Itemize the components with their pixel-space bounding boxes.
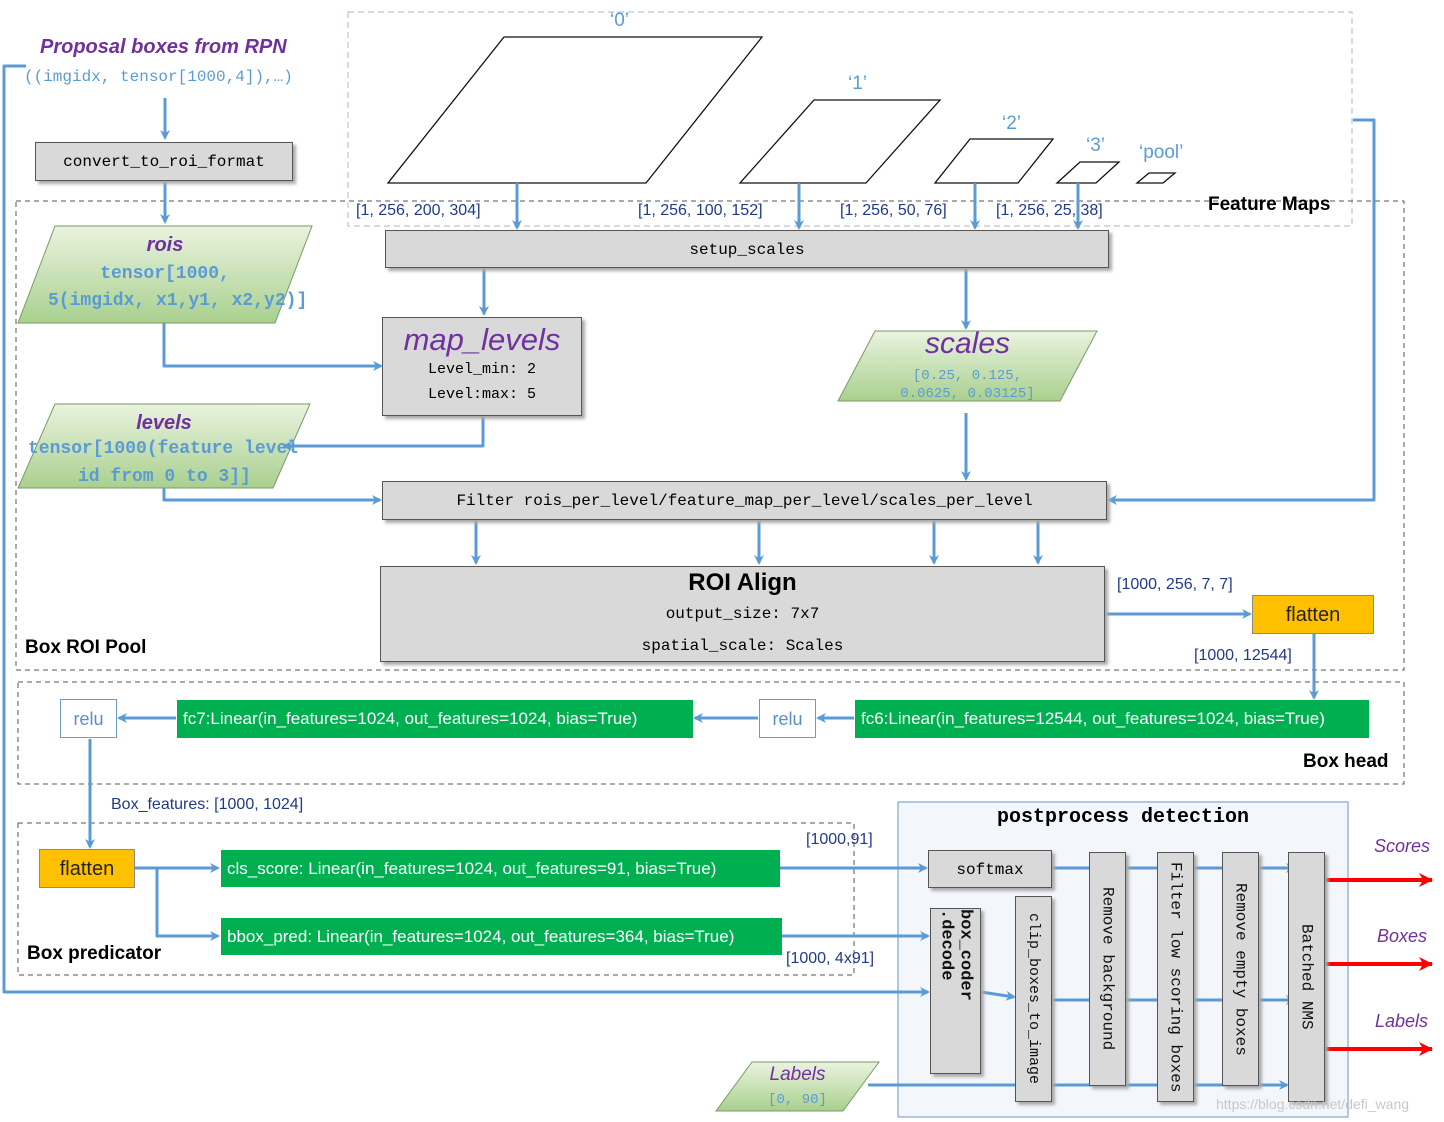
feature-maps-frame bbox=[347, 11, 1353, 227]
map-levels-min: Level_min: 2 bbox=[427, 361, 537, 378]
edge-rois-map-levels bbox=[162, 323, 383, 371]
postprocess-title: postprocess detection bbox=[996, 806, 1250, 829]
feature-map-0-label: ‘0’ bbox=[610, 10, 630, 31]
feature-map-2-label: ‘2’ bbox=[1002, 113, 1022, 134]
watermark: https://blog.csdn.net/defi_wang bbox=[1216, 1096, 1410, 1112]
box-head-title: Box head bbox=[1303, 751, 1389, 772]
scales-title: scales bbox=[924, 327, 1011, 360]
fc7-linear-box: fc7:Linear(in_features=1024, out_feature… bbox=[177, 700, 693, 738]
bbox-pred-shape: [1000, 4x91] bbox=[786, 950, 875, 967]
map-levels-title: map_levels bbox=[403, 322, 561, 357]
edge-proposal-decode bbox=[2, 64, 930, 997]
box-features-label: Box_features: [1000, 1024] bbox=[111, 796, 304, 813]
box-predicator-frame bbox=[17, 822, 855, 976]
edge-map-levels-levels bbox=[282, 416, 485, 451]
rois-line1: tensor[1000, bbox=[100, 264, 230, 284]
levels-parallelogram bbox=[17, 403, 311, 489]
labels-output-label: Labels bbox=[1375, 1011, 1429, 1031]
feature-map-0-shape-label: [1, 256, 200, 304] bbox=[356, 202, 481, 219]
roi-align-output-size: output_size: 7x7 bbox=[665, 605, 820, 623]
labels-input-title: Labels bbox=[769, 1064, 826, 1085]
labels-input-value: [0, 90] bbox=[768, 1092, 827, 1108]
feature-map-2-shape bbox=[933, 138, 1055, 184]
box-predicator-title: Box predicator bbox=[27, 943, 162, 964]
batched-nms-box: Batched NMS bbox=[1288, 852, 1325, 1102]
feature-map-3-shape-label: [1, 256, 25, 38] bbox=[996, 202, 1103, 219]
relu-box-1: relu bbox=[60, 699, 117, 738]
feature-map-3-shape bbox=[1055, 161, 1121, 184]
scales-parallelogram bbox=[837, 330, 1098, 402]
edge-fm-filter bbox=[1107, 118, 1376, 505]
remove-empty-boxes-box: Remove empty boxes bbox=[1222, 852, 1259, 1086]
roi-align-title: ROI Align bbox=[688, 569, 797, 596]
feature-maps-title: Feature Maps bbox=[1208, 194, 1331, 215]
remove-background-box: Remove background bbox=[1089, 852, 1126, 1086]
feature-map-1-shape-label: [1, 256, 100, 152] bbox=[638, 202, 763, 219]
rois-parallelogram bbox=[17, 225, 313, 324]
scores-output-label: Scores bbox=[1374, 836, 1431, 856]
cls-score-shape: [1000,91] bbox=[806, 831, 873, 848]
filter-per-level-box: Filter rois_per_level/feature_map_per_le… bbox=[382, 481, 1107, 520]
levels-line2: id from 0 to 3]] bbox=[78, 467, 251, 487]
filter-low-scoring-box: Filter low scoring boxes bbox=[1157, 852, 1194, 1102]
bbox-pred-linear-box: bbox_pred: Linear(in_features=1024, out_… bbox=[221, 918, 782, 955]
flatten-box: flatten bbox=[1252, 595, 1374, 634]
box-roi-pool-title: Box ROI Pool bbox=[25, 637, 147, 658]
roi-align-spatial-scale: spatial_scale: Scales bbox=[641, 637, 844, 655]
feature-map-pool-label: ‘pool’ bbox=[1139, 142, 1184, 163]
roi-output-shape: [1000, 256, 7, 7] bbox=[1117, 576, 1233, 593]
box-head-frame bbox=[17, 681, 1405, 785]
setup-scales-box: setup_scales bbox=[385, 230, 1109, 268]
edge-decode-clip bbox=[980, 990, 1016, 1001]
proposal-code: ((imgidx, tensor[1000,4]),…) bbox=[24, 68, 293, 86]
feature-map-1-shape bbox=[738, 99, 942, 184]
scales-line1: [0.25, 0.125, bbox=[912, 368, 1023, 384]
predicator-flatten-box: flatten bbox=[39, 849, 135, 888]
clip-boxes-to-image-box: clip_boxes_to_image bbox=[1015, 896, 1052, 1102]
edge-flatten-bbox bbox=[155, 868, 220, 941]
boxes-output-label: Boxes bbox=[1377, 926, 1428, 946]
box-roi-pool-frame bbox=[15, 200, 1405, 671]
map-levels-box: map_levels Level_min: 2 Level:max: 5 bbox=[382, 317, 582, 416]
flatten-output-shape: [1000, 12544] bbox=[1194, 647, 1292, 664]
relu-box-2: relu bbox=[759, 699, 816, 738]
feature-map-1-label: ‘1’ bbox=[848, 73, 868, 94]
labels-parallelogram bbox=[715, 1061, 880, 1112]
softmax-box: softmax bbox=[928, 850, 1052, 888]
levels-line1: tensor[1000(feature level bbox=[28, 439, 299, 459]
fc6-linear-box: fc6:Linear(in_features=12544, out_featur… bbox=[855, 700, 1369, 738]
feature-map-0-shape bbox=[386, 36, 764, 184]
convert-to-roi-format-box: convert_to_roi_format bbox=[35, 142, 293, 181]
feature-map-pool-shape bbox=[1135, 172, 1177, 184]
rois-title: rois bbox=[146, 234, 184, 256]
edge-levels-filter bbox=[162, 488, 382, 505]
map-levels-max: Level:max: 5 bbox=[427, 386, 537, 403]
roi-align-box: ROI Align output_size: 7x7 spatial_scale… bbox=[380, 566, 1105, 662]
levels-title: levels bbox=[136, 412, 192, 434]
box-coder-decode-box: box_coder .decode bbox=[930, 908, 981, 1074]
rois-line2: 5(imgidx, x1,y1, x2,y2)] bbox=[48, 291, 308, 311]
feature-map-3-label: ‘3’ bbox=[1086, 135, 1106, 156]
feature-map-2-shape-label: [1, 256, 50, 76] bbox=[840, 202, 947, 219]
scales-line2: 0.0625, 0.03125] bbox=[900, 386, 1035, 402]
cls-score-linear-box: cls_score: Linear(in_features=1024, out_… bbox=[221, 850, 780, 887]
proposal-title: Proposal boxes from RPN bbox=[40, 36, 287, 58]
